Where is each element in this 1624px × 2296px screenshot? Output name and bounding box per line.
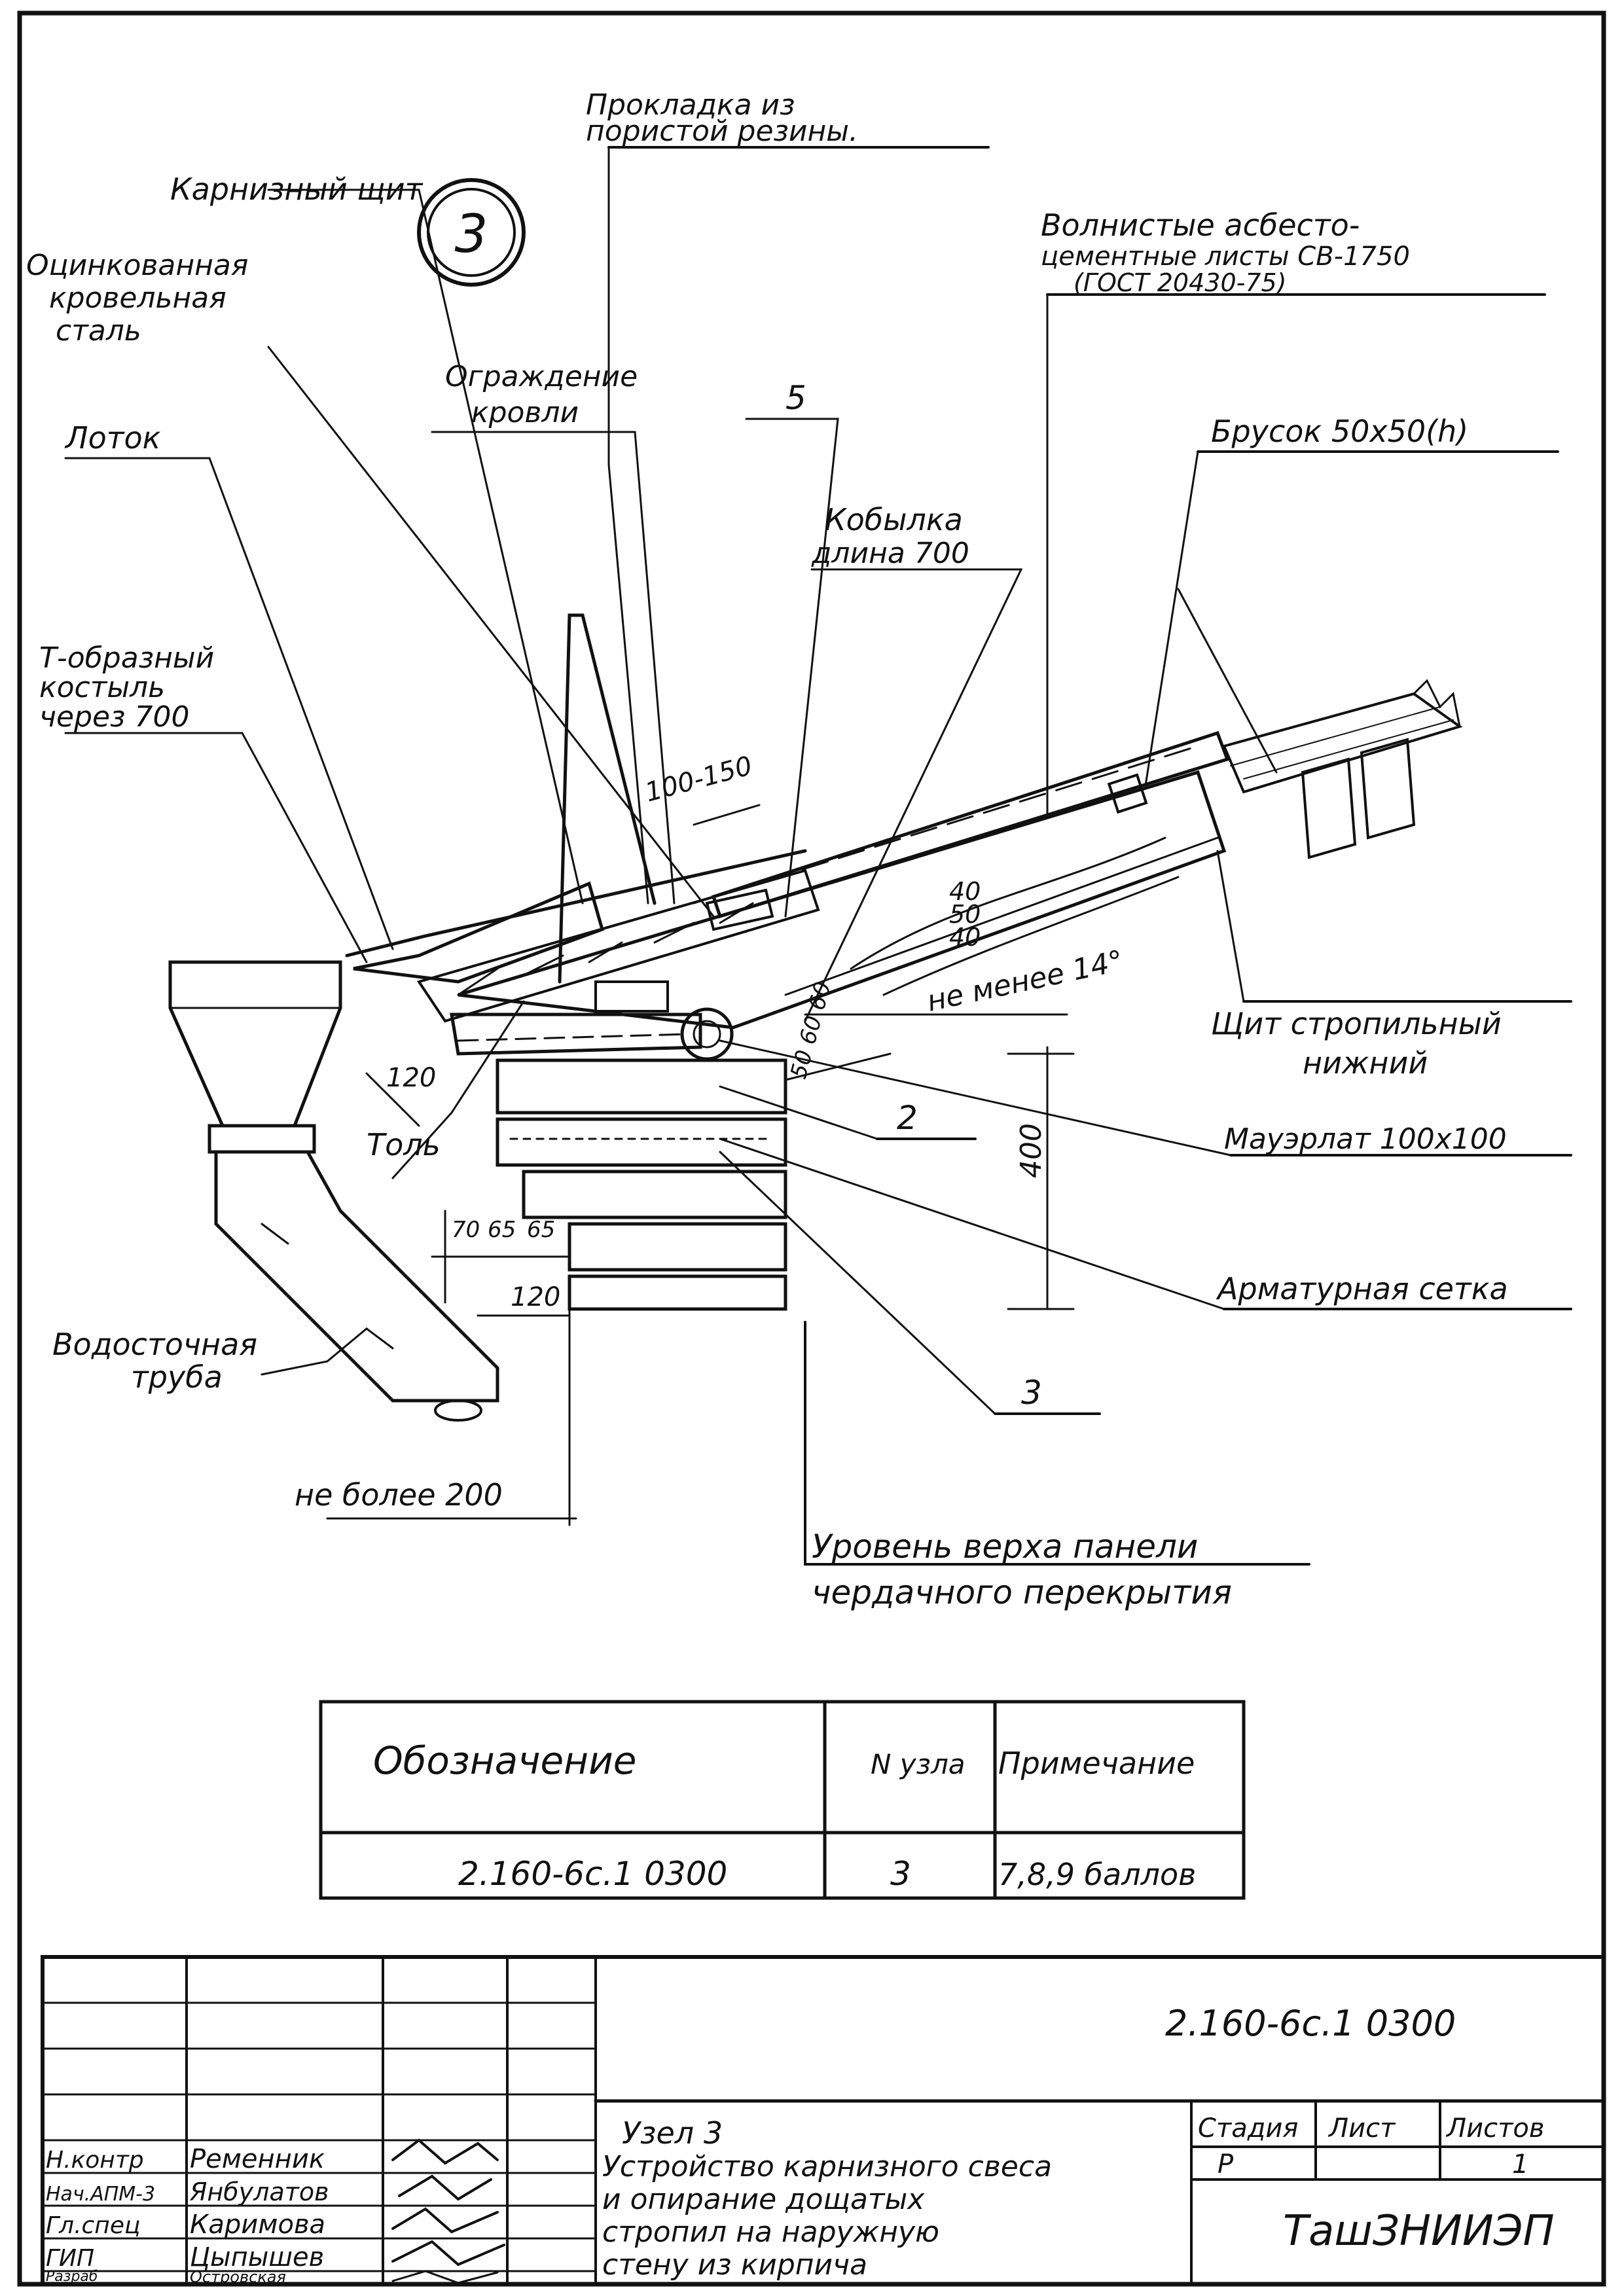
spec-header-note: Примечание: [998, 1746, 1195, 1781]
downpipe-label-2: труба: [131, 1359, 223, 1395]
roofing-felt-label: Толь: [367, 1127, 441, 1162]
spec-header-designation: Обозначение: [373, 1738, 636, 1783]
eaves-board: [353, 881, 605, 984]
spec-cell-note: 7,8,9 баллов: [998, 1857, 1196, 1892]
rafter-board-label-1: Щит стропильный: [1211, 1006, 1502, 1041]
name-2: Каримова: [190, 2210, 325, 2240]
title-line-0: Узел 3: [622, 2115, 723, 2151]
rubber-gasket: [705, 888, 774, 931]
dim-100-150: 100-150: [642, 751, 755, 808]
callout-labels: Прокладка из пористой резины. Карнизный …: [26, 88, 1508, 1611]
role-4: Разраб: [46, 2269, 98, 2285]
dim-50: 50: [949, 900, 981, 929]
hook-label-1: Т-образный: [39, 641, 214, 675]
node-marker: 3: [417, 178, 526, 287]
title-block: 2.160-6с.1 0300 Н.контр Нач.АПМ-3 Гл.спе…: [41, 1955, 1606, 2286]
asbestos-sheets: [711, 730, 1230, 919]
level-label-2: чердачного перекрытия: [812, 1573, 1232, 1611]
gutter-downpipe: [168, 960, 499, 1422]
spec-cell-designation: 2.160-6с.1 0300: [458, 1855, 727, 1893]
angle-label: не менее 14°: [924, 944, 1127, 1018]
hook-label-3: через 700: [39, 700, 189, 734]
name-1: Янбулатов: [189, 2178, 329, 2206]
mauerlat-label: Мауэрлат 100х100: [1224, 1122, 1507, 1156]
name-0: Ременник: [190, 2144, 325, 2174]
hook-label-2: костыль: [39, 671, 165, 704]
doc-code: 2.160-6с.1 0300: [1165, 2003, 1456, 2044]
name-4: Островская: [190, 2268, 286, 2286]
name-3: Цыпышев: [190, 2242, 324, 2272]
roof-fence-post: [558, 613, 657, 984]
roof-fence-label-1: Ограждение: [445, 360, 638, 393]
role-1: Нач.АПМ-3: [46, 2183, 155, 2206]
spec-table: Обозначение N узла Примечание 2.160-6с.1…: [319, 1700, 1246, 1900]
role-0: Н.контр: [46, 2147, 144, 2174]
eaves-insulation: [416, 869, 820, 1023]
role-2: Гл.спец: [46, 2212, 141, 2239]
title-line-1: Устройство карнизного свеса: [602, 2150, 1052, 2183]
mark-2-label: 2: [897, 1099, 918, 1137]
asbestos-label-2: цементные листы СВ-1750: [1041, 242, 1410, 272]
rafter-end: [1222, 692, 1463, 794]
galvanized-label-3: сталь: [56, 314, 141, 348]
roof-structure: [345, 613, 1463, 1030]
spec-cell-node: 3: [890, 1855, 911, 1893]
brick-wall: [450, 980, 787, 1311]
dim-70: 70: [452, 1217, 480, 1243]
mark-5-label: 5: [785, 379, 806, 417]
mark-3-label: 3: [1021, 1374, 1042, 1412]
sheet-header: Лист: [1327, 2113, 1396, 2144]
gutter-funnel: [168, 960, 342, 1128]
gasket-label-1: Прокладка из: [586, 88, 795, 122]
saddle-label-1: Кобылка: [825, 502, 963, 537]
sheets-value: 1: [1512, 2149, 1528, 2179]
title-line-2: и опирание дощатых: [602, 2183, 925, 2216]
dim-400: 400: [1015, 1123, 1048, 1178]
dim-200: не более 200: [295, 1477, 503, 1513]
galvanized-label-2: кровельная: [49, 281, 226, 315]
dim-120b: 120: [511, 1282, 560, 1312]
stage-header: Стадия: [1198, 2113, 1298, 2144]
tray-label: Лоток: [64, 420, 161, 456]
sheets-header: Листов: [1445, 2113, 1544, 2144]
title-line-4: стену из кирпича: [602, 2248, 867, 2282]
dim-65a: 65: [488, 1217, 516, 1243]
org-name: ТашЗНИИЭП: [1283, 2207, 1555, 2255]
leader-lines: [64, 146, 1572, 1566]
signatures: [391, 2138, 505, 2284]
asbestos-label-3: (ГОСТ 20430-75): [1074, 268, 1287, 297]
dim-40b: 40: [949, 923, 981, 952]
dim-65b: 65: [527, 1217, 555, 1243]
downpipe-label-1: Водосточная: [52, 1327, 257, 1362]
galvanized-label-1: Оцинкованная: [26, 249, 248, 282]
saddle-label-2: длина 700: [811, 537, 969, 570]
role-3: ГИП: [46, 2245, 94, 2272]
roof-fence-label-2: кровли: [471, 396, 579, 429]
rebar-mesh-label: Арматурная сетка: [1216, 1271, 1508, 1306]
rafter-board-label-2: нижний: [1303, 1045, 1428, 1081]
bar-label: Брусок 50х50(h): [1211, 414, 1468, 449]
mauerlat: [680, 1007, 734, 1061]
title-line-3: стропил на наружную: [602, 2215, 939, 2249]
node-marker-label: 3: [455, 204, 488, 264]
bar-50x50: [1107, 773, 1148, 814]
gasket-label-2: пористой резины.: [586, 115, 858, 148]
wall-top-beam: [450, 1013, 702, 1056]
level-label-1: Уровень верха панели: [812, 1528, 1198, 1566]
dim-40a: 40: [949, 877, 981, 906]
downpipe: [214, 1150, 499, 1403]
saddle-block: [594, 980, 669, 1013]
dim-120a: 120: [386, 1063, 436, 1093]
stage-value: Р: [1218, 2149, 1234, 2179]
eaves-board-label: Карнизный щит: [170, 171, 424, 207]
pipe-clamp: [208, 1124, 316, 1154]
dim-50-60-60: 50 60 60: [785, 979, 837, 1082]
asbestos-label-1: Волнистые асбесто-: [1041, 207, 1360, 243]
dimension-lines: [326, 804, 1075, 1526]
spec-header-node: N узла: [871, 1748, 965, 1780]
rafter-board: [458, 770, 1227, 1030]
